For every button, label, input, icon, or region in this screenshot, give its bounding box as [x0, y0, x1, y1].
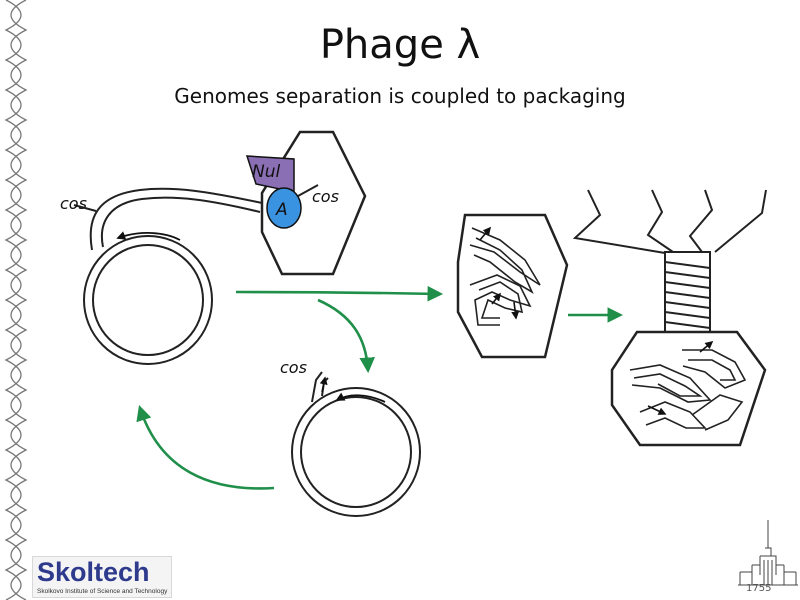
direction-arrow-left [116, 231, 181, 241]
cos-tick-top [297, 184, 319, 197]
slide-title: Phage λ [319, 22, 481, 68]
cos-label-top: cos [312, 187, 339, 206]
capsid-filling [456, 213, 569, 359]
arrow-to-released-genome [317, 298, 376, 374]
logo-tagline: Skolkovo Institute of Science and Techno… [37, 588, 168, 595]
capsid-empty [260, 130, 367, 276]
packaged-arrow-1 [479, 226, 492, 241]
concatemer-circle [83, 235, 213, 365]
packaged-dna-1 [469, 227, 541, 326]
released-circle [291, 371, 421, 517]
phage-tail [664, 251, 711, 333]
skoltech-logo: Skoltech Skolkovo Institute of Science a… [32, 556, 172, 598]
cos-end-arrow [319, 376, 328, 393]
nul-label: Nul [252, 162, 280, 182]
emblem-year: 1755 [746, 583, 772, 594]
cos-label-left: cos [60, 194, 87, 213]
phage-tail-fibers [572, 189, 767, 254]
a-protein [266, 187, 302, 229]
packaged-dna-2 [629, 349, 747, 431]
packaged-arrow-3 [511, 301, 520, 320]
arrow-recycle [136, 405, 275, 490]
arrow-to-capsid [235, 285, 444, 302]
packaged-arrow-2 [491, 292, 501, 305]
slide-subtitle: Genomes separation is coupled to packagi… [174, 84, 626, 108]
direction-arrow-bottom [335, 392, 386, 403]
phage-head [610, 330, 767, 447]
dna-tail [89, 187, 263, 251]
packaged-arrow-4 [699, 340, 714, 353]
dna-helix-border [4, 0, 28, 600]
packaged-arrow-5 [647, 405, 667, 415]
a-label: A [275, 200, 288, 220]
university-building-icon [738, 520, 798, 586]
cos-tick-left [73, 204, 97, 212]
cos-label-bottom: cos [280, 358, 307, 377]
logo-name: Skoltech [37, 557, 150, 587]
